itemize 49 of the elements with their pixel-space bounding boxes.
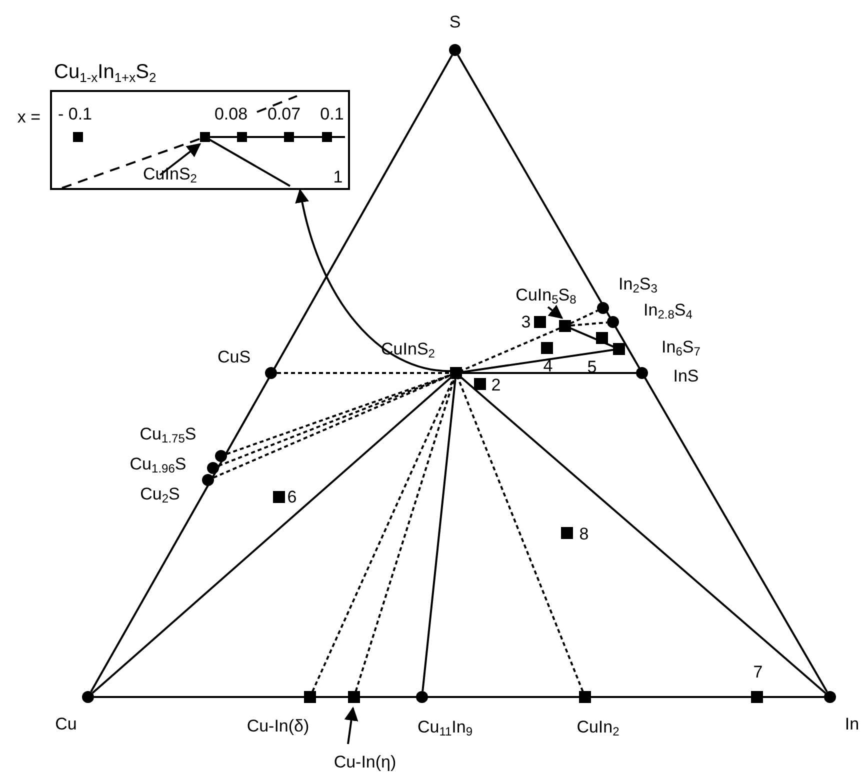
point-label: 4	[543, 358, 553, 374]
phase-label: Cu-In(δ)	[246, 718, 310, 734]
tie-line	[461, 327, 560, 372]
phase-label: Cu$_{1.75}$S	[140, 426, 196, 444]
tie-line	[570, 322, 608, 326]
phase-label: Cu$_{11}$In$_{9}$	[417, 718, 473, 738]
tie-line	[457, 378, 584, 692]
tie-line	[422, 378, 456, 692]
point-label: 0.08	[214, 106, 248, 122]
point-label: - 0.1	[58, 106, 92, 122]
tie-line	[277, 372, 450, 374]
pointer-arrow	[344, 706, 358, 744]
point-label: 0.07	[267, 106, 301, 122]
tie-line	[460, 376, 826, 694]
tie-line	[462, 348, 614, 374]
phase-label: CuS	[217, 348, 251, 366]
phase-label: In	[844, 716, 860, 732]
phase-label: In$_{2.8}$S$_{4}$	[644, 302, 692, 320]
tie-line	[312, 378, 454, 692]
phase-label: In$_{6}$S$_{7}$	[662, 338, 700, 358]
phase-label: In$_{2}$S$_{3}$	[618, 276, 658, 294]
tie-line	[94, 696, 824, 698]
phase-label: Cu$_{1.96}$S	[130, 456, 186, 474]
tie-line	[92, 376, 452, 694]
point-label: 0.1	[320, 106, 344, 122]
inset-heading: Cu$_{1-x}$In$_{1+x}$S$_{2}$	[54, 62, 156, 84]
tie-line	[354, 378, 456, 692]
phase-label: Cu$_{2}$S	[140, 486, 180, 504]
phase-label: S	[449, 14, 461, 30]
point-label: 1	[333, 168, 343, 186]
point-label: 2	[491, 376, 501, 394]
tie-line	[570, 310, 598, 324]
phase-label: CuIn$_{5}$S$_{8}$	[516, 286, 576, 306]
pointer-arrow	[547, 304, 564, 319]
tie-line	[570, 327, 614, 348]
point-label: 3	[521, 314, 531, 330]
phase-label: Cu	[55, 716, 77, 732]
tie-line	[90, 54, 453, 692]
tie-line	[462, 372, 636, 374]
point-label: CuInS$_{2}$	[143, 166, 197, 184]
phase-label: Cu-In(η)	[334, 754, 396, 770]
phase-label: CuIn$_{2}$	[576, 718, 620, 738]
point-label: 7	[753, 664, 763, 680]
phase-label: InS	[673, 368, 699, 384]
variable-label: x =	[17, 108, 41, 126]
point-label: 8	[579, 526, 589, 542]
tie-line	[457, 54, 828, 692]
point-label: 6	[287, 488, 297, 506]
curved-arrow	[296, 188, 450, 372]
